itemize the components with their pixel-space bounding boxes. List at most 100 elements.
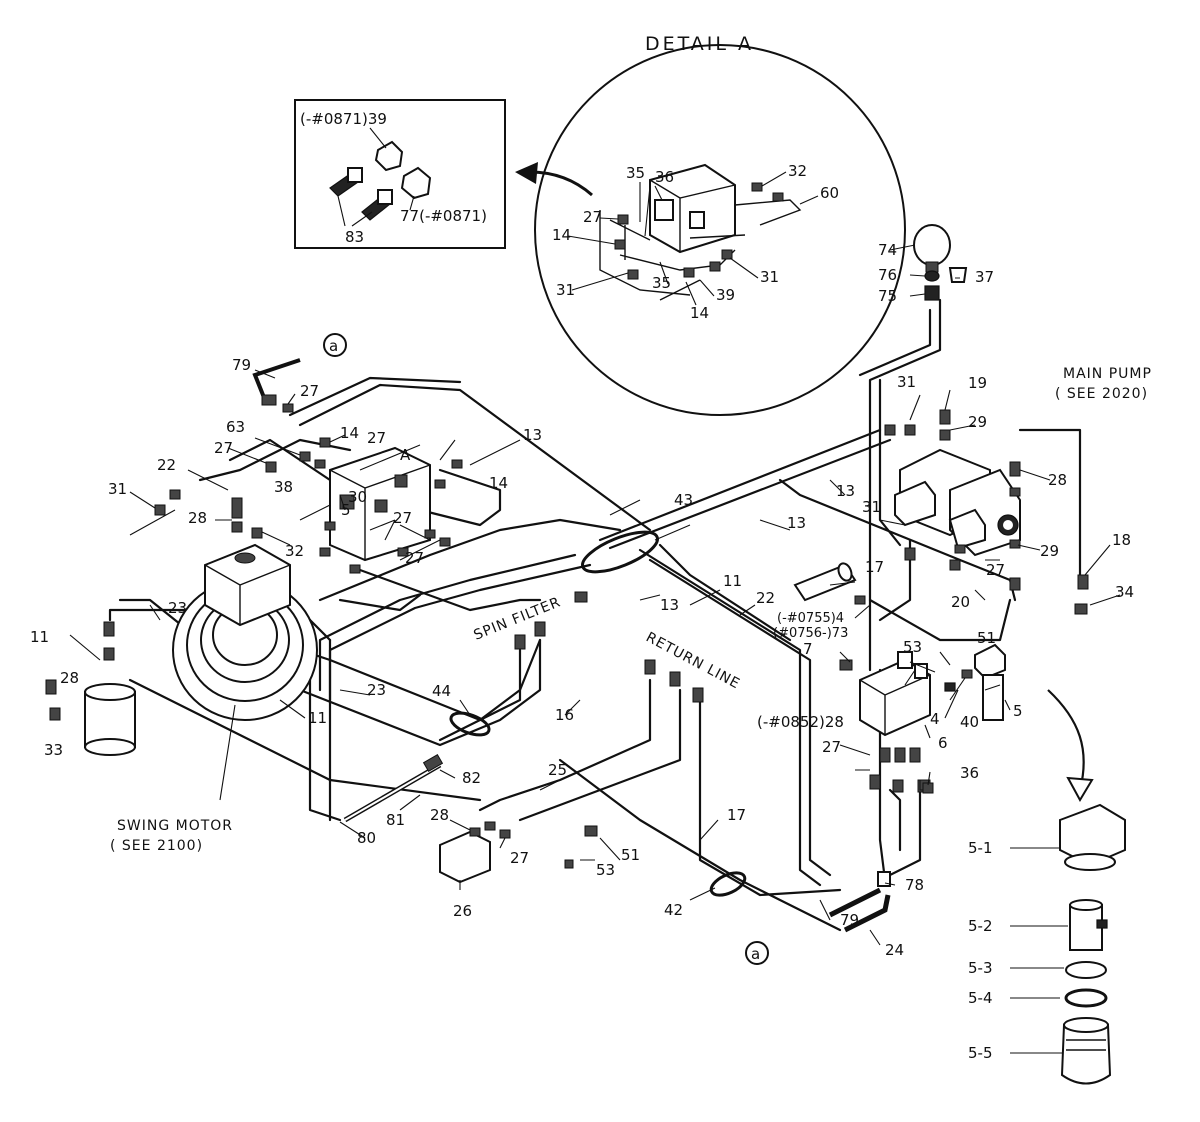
part-27-block26: 27: [510, 849, 529, 867]
part-38: 38: [274, 478, 293, 496]
part-5-filter: 5: [1013, 702, 1023, 720]
part-4: 4: [930, 710, 940, 728]
valve-block-a: [329, 446, 431, 562]
canister: [84, 683, 136, 756]
part-27-lower: 27: [405, 549, 424, 567]
part-14-right: 14: [489, 474, 508, 492]
inset-fitting-77: [400, 166, 432, 200]
detail-leaders: [567, 171, 819, 306]
part-31-pump-mid: 31: [862, 498, 881, 516]
part-11-motor: 11: [308, 709, 327, 727]
part-27-fittings: 27: [822, 738, 841, 756]
inset-label-77: 77(-#0871): [400, 207, 487, 225]
fitting-79-top: [252, 358, 301, 406]
inset-fitting-39: [374, 140, 404, 172]
inset-label-83: 83: [345, 228, 364, 246]
detail-part-32: 32: [788, 162, 807, 180]
reference-marker-top: a: [323, 333, 347, 357]
filter-bowl-5-5: [1060, 1017, 1112, 1085]
part-36: 36: [960, 764, 979, 782]
part-27-top: 27: [300, 382, 319, 400]
part-31-left: 31: [108, 480, 127, 498]
filter-part-5-4: 5-4: [968, 989, 993, 1007]
part-53-upper: 53: [903, 638, 922, 656]
part-5-block: 5: [341, 501, 351, 519]
block-26: [439, 830, 491, 884]
part-51-upper: 51: [977, 629, 996, 647]
part-17-upper: 17: [865, 558, 884, 576]
part-33: 33: [44, 741, 63, 759]
inset-leader-83: [337, 195, 373, 227]
detail-part-60: 60: [820, 184, 839, 202]
part-27-left: 27: [214, 439, 233, 457]
fittings: [45, 403, 1089, 869]
detail-fittings: [614, 182, 784, 280]
detail-tubes: [599, 199, 802, 301]
part-13-top: 13: [523, 426, 542, 444]
part-27-pump: 27: [986, 561, 1005, 579]
inset-leader-77: [409, 195, 415, 211]
detail-part-35b: 35: [652, 274, 671, 292]
part-82: 82: [462, 769, 481, 787]
detail-circle: [534, 44, 906, 416]
part-51-lower: 51: [621, 846, 640, 864]
filter-head-5-1: [1059, 803, 1126, 871]
return-line-label: RETURN LINE: [643, 629, 743, 692]
part-78: 78: [905, 876, 924, 894]
rod-81: [343, 753, 444, 823]
serial-note-4: (-#0755)4: [777, 611, 844, 626]
part-7: 7: [803, 640, 813, 658]
part-37: 37: [975, 268, 994, 286]
part-79-top: 79: [232, 356, 251, 374]
part-31-pump-top: 31: [897, 373, 916, 391]
inset-fitting-83a: [329, 167, 363, 197]
detail-part-14a: 14: [552, 226, 571, 244]
part-74: 74: [878, 241, 897, 259]
part-28-motor: 28: [188, 509, 207, 527]
part-32: 32: [285, 542, 304, 560]
clamp-43: [581, 530, 659, 574]
detail-part-27: 27: [583, 208, 602, 226]
detail-part-14b: 14: [690, 304, 709, 322]
part-23-left: 23: [168, 599, 187, 617]
part-6: 6: [938, 734, 948, 752]
serial-note-73: (#0756-)73: [773, 626, 848, 641]
part-13-mid-right: 13: [836, 482, 855, 500]
part-22-mid: 22: [756, 589, 775, 607]
part-63: 63: [226, 418, 245, 436]
detail-part-39: 39: [716, 286, 735, 304]
svg-text:a: a: [751, 945, 760, 963]
swing-motor-label-1: SWING MOTOR: [117, 818, 233, 834]
detail-part-35a: 35: [626, 164, 645, 182]
part-26: 26: [453, 902, 472, 920]
filter-element-5-2: [1069, 899, 1108, 951]
part-27-block: 27: [367, 429, 386, 447]
hydraulic-lines: [108, 298, 1082, 932]
part-29-upper: 29: [968, 413, 987, 431]
filter-arrow: [1047, 689, 1085, 791]
main-pump: [894, 448, 1021, 557]
filter-part-5-3: 5-3: [968, 959, 993, 977]
o-ring-5-3: [1065, 961, 1107, 979]
part-53-lower: 53: [596, 861, 615, 879]
block-marker-a: A: [400, 446, 411, 464]
part-79-bottom: 79: [840, 911, 859, 929]
part-25: 25: [548, 761, 567, 779]
part-11-left: 11: [30, 628, 49, 646]
part-75: 75: [878, 287, 897, 305]
part-22-left: 22: [157, 456, 176, 474]
svg-text:a: a: [329, 337, 338, 355]
part-27-block-right: 27: [393, 509, 412, 527]
swing-motor: [172, 543, 318, 721]
filter-part-5-1: 5-1: [968, 839, 993, 857]
leader-lines: [69, 244, 1121, 1054]
part-30: 30: [348, 488, 367, 506]
detail-title: DETAIL A: [645, 33, 754, 55]
reference-marker-bottom: a: [745, 941, 769, 965]
inset-label-39: (-#0871)39: [300, 110, 387, 128]
clamp-42: [709, 871, 747, 897]
detail-arrow-head: [515, 162, 538, 184]
part-17-lower: 17: [727, 806, 746, 824]
